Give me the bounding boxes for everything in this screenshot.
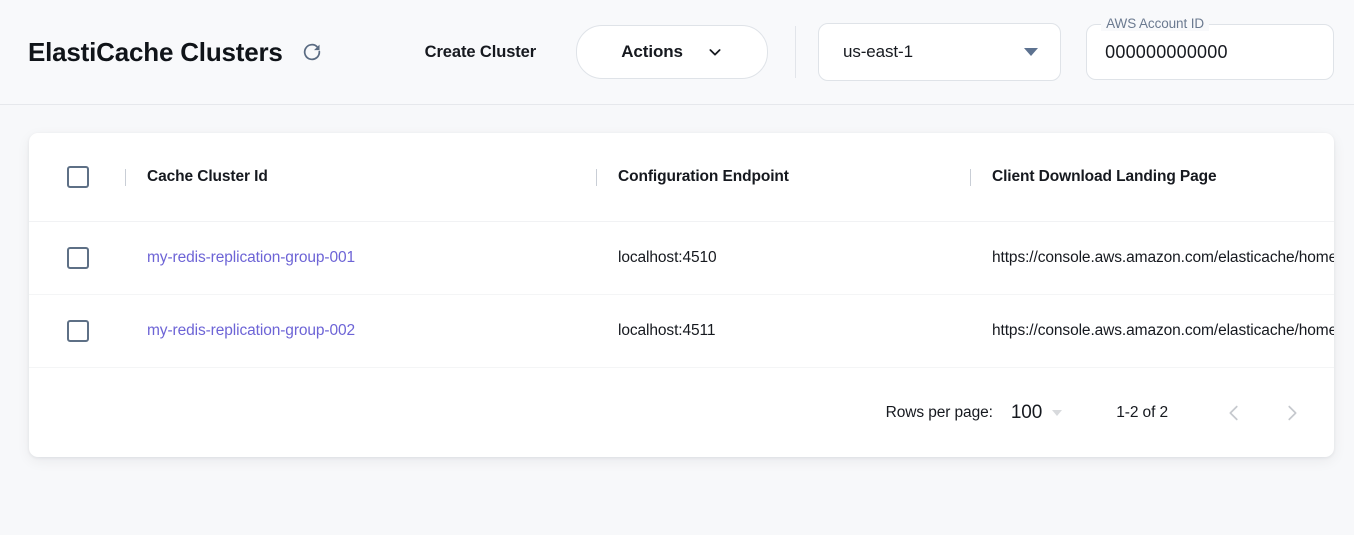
- chevron-down-icon: [707, 44, 723, 60]
- row-select-cell: [29, 320, 125, 342]
- cell-configuration-endpoint: localhost:4510: [597, 249, 970, 267]
- column-header-label: Client Download Landing Page: [992, 168, 1217, 185]
- table-row: my-redis-replication-group-001 localhost…: [29, 222, 1334, 295]
- caret-down-icon: [1052, 409, 1063, 416]
- endpoint-value: localhost:4510: [618, 249, 717, 266]
- select-all-cell: [29, 166, 125, 188]
- column-separator: [970, 168, 971, 186]
- chevron-left-icon[interactable]: [1215, 394, 1253, 432]
- rows-per-page-value: 100: [1010, 401, 1043, 423]
- column-separator: [596, 168, 597, 186]
- caret-down-icon: [1024, 48, 1039, 56]
- aws-account-id-label: AWS Account ID: [1101, 16, 1210, 31]
- region-select-value: us-east-1: [842, 42, 913, 61]
- rows-per-page-select[interactable]: 100: [1010, 401, 1063, 424]
- content-area: Cache Cluster Id Configuration Endpoint …: [0, 105, 1354, 457]
- app-header: ElastiCache Clusters Create Cluster Acti…: [0, 0, 1354, 105]
- create-cluster-button[interactable]: Create Cluster: [419, 35, 542, 70]
- clusters-table-card: Cache Cluster Id Configuration Endpoint …: [29, 133, 1334, 457]
- page-title: ElastiCache Clusters: [28, 36, 283, 67]
- refresh-icon[interactable]: [299, 39, 325, 65]
- row-checkbox[interactable]: [67, 320, 89, 342]
- region-select[interactable]: us-east-1: [817, 23, 1062, 81]
- actions-button-label: Actions: [621, 42, 683, 61]
- aws-account-id-field[interactable]: AWS Account ID: [1086, 16, 1334, 80]
- cell-cache-cluster-id: my-redis-replication-group-001: [126, 249, 596, 267]
- column-header-label: Cache Cluster Id: [147, 168, 268, 185]
- pagination-range-label: 1-2 of 2: [1116, 403, 1168, 421]
- column-header-client-download-landing-page[interactable]: Client Download Landing Page: [971, 168, 1334, 186]
- rows-per-page-label: Rows per page:: [885, 403, 993, 421]
- chevron-right-icon[interactable]: [1273, 394, 1311, 432]
- cell-client-download-landing-page: https://console.aws.amazon.com/elasticac…: [971, 249, 1334, 267]
- row-checkbox[interactable]: [67, 247, 89, 269]
- column-header-cache-cluster-id[interactable]: Cache Cluster Id: [126, 168, 596, 186]
- cell-cache-cluster-id: my-redis-replication-group-002: [126, 322, 596, 340]
- title-group: ElastiCache Clusters: [28, 37, 325, 68]
- table-pagination: Rows per page: 100 1-2 of 2: [29, 368, 1334, 457]
- column-header-label: Configuration Endpoint: [618, 168, 789, 185]
- landing-page-value: https://console.aws.amazon.com/elasticac…: [992, 249, 1334, 266]
- table-header-row: Cache Cluster Id Configuration Endpoint …: [29, 133, 1334, 222]
- column-header-configuration-endpoint[interactable]: Configuration Endpoint: [597, 168, 970, 186]
- table-row: my-redis-replication-group-002 localhost…: [29, 295, 1334, 368]
- endpoint-value: localhost:4511: [618, 322, 716, 339]
- cell-client-download-landing-page: https://console.aws.amazon.com/elasticac…: [971, 322, 1334, 340]
- column-separator: [125, 168, 126, 186]
- cluster-link[interactable]: my-redis-replication-group-002: [147, 322, 356, 339]
- select-all-checkbox[interactable]: [67, 166, 89, 188]
- cluster-link[interactable]: my-redis-replication-group-001: [147, 249, 356, 266]
- header-divider: [795, 26, 796, 78]
- landing-page-value: https://console.aws.amazon.com/elasticac…: [992, 322, 1334, 339]
- actions-button[interactable]: Actions: [576, 25, 769, 79]
- aws-account-id-input[interactable]: [1105, 41, 1315, 63]
- cell-configuration-endpoint: localhost:4511: [597, 322, 970, 340]
- row-select-cell: [29, 247, 125, 269]
